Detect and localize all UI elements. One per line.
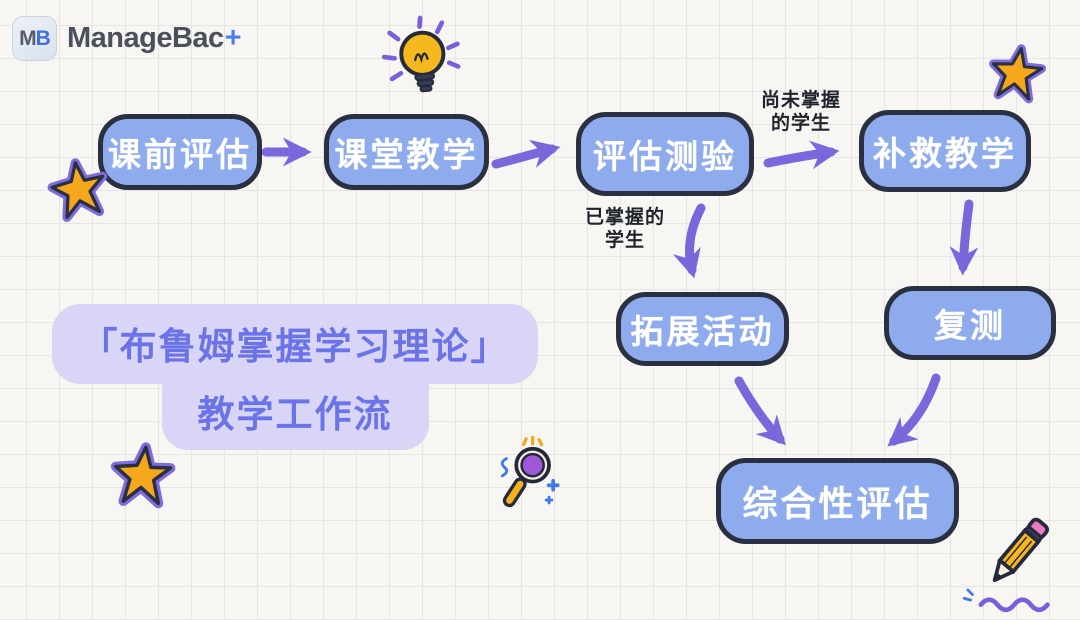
node-pre-assessment: 课前评估: [98, 114, 262, 190]
star-icon: [42, 152, 117, 227]
node-extension-activities-label: 拓展活动: [630, 313, 775, 350]
node-classroom-teaching: 课堂教学: [324, 114, 489, 190]
node-retest: 复测: [884, 286, 1056, 360]
diagram-title: 「布鲁姆掌握学习理论」 教学工作流: [52, 304, 538, 450]
arrow-retest-to-summative: [887, 373, 941, 447]
edge-label-mastered-line2: 学生: [604, 229, 645, 251]
logo-letter-b: B: [35, 26, 51, 50]
edge-label-mastered: 已掌握的 学生: [575, 207, 675, 253]
node-remedial-teaching-label: 补救教学: [873, 135, 1017, 172]
edge-label-not-mastered: 尚未掌握 的学生: [745, 90, 857, 136]
node-retest-label: 复测: [934, 307, 1006, 344]
lightbulb-icon: [375, 10, 470, 110]
arrow-remedial-to-retest: [949, 199, 979, 276]
arrow-assess-to-remedial: [763, 140, 840, 170]
node-extension-activities: 拓展活动: [616, 292, 789, 366]
node-summative-assessment-label: 综合性评估: [742, 484, 933, 524]
star-icon: [105, 437, 182, 514]
node-classroom-teaching-label: 课堂教学: [334, 136, 479, 173]
node-summative-assessment: 综合性评估: [716, 458, 959, 544]
node-assessment-test: 评估测验: [576, 112, 754, 196]
pencil-icon: [960, 514, 1072, 614]
edge-label-mastered-line1: 已掌握的: [584, 207, 665, 228]
node-remedial-teaching: 补救教学: [859, 110, 1031, 192]
arrow-extension-to-summative: [734, 376, 786, 446]
arrow-assess-to-extension: [672, 203, 706, 279]
brand-plus: +: [224, 22, 242, 54]
star-icon: [981, 37, 1053, 109]
diagram-title-line1: 「布鲁姆掌握学习理论」: [52, 304, 538, 384]
node-assessment-test-label: 评估测验: [593, 138, 737, 175]
brand-wordmark: ManageBac+: [67, 22, 242, 55]
magnifier-icon: [490, 434, 572, 516]
edge-label-not-mastered-line1: 尚未掌握: [760, 90, 841, 111]
arrow-teach-to-assess: [491, 139, 561, 169]
edge-label-not-mastered-line2: 的学生: [770, 112, 831, 134]
brand-name: ManageBac: [67, 22, 224, 54]
logo-letter-m: M: [19, 26, 36, 50]
node-pre-assessment-label: 课前评估: [108, 136, 252, 173]
